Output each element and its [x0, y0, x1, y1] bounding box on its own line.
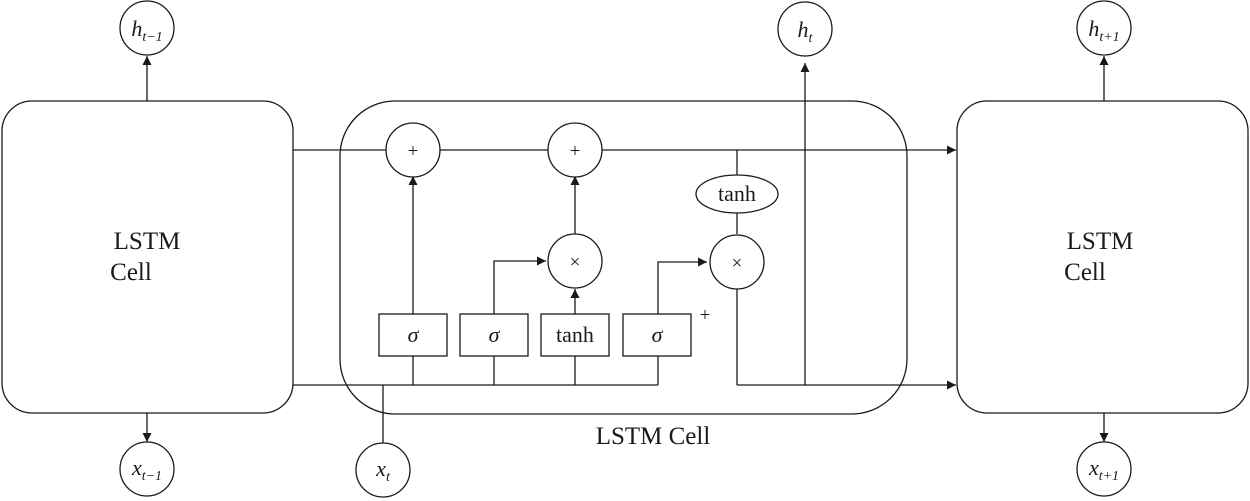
- add-node-2: [547, 122, 603, 178]
- output-gate-arrow: [657, 257, 707, 314]
- left-cell-title: LSTM: [114, 228, 181, 255]
- lstm-cell-left: [1, 100, 294, 414]
- input-node-label: xt−1: [131, 455, 162, 484]
- lstm-cell-right: [956, 100, 1249, 414]
- input-node-x-current: [355, 442, 411, 498]
- right-cell-title: LSTM: [1067, 228, 1134, 255]
- center-cell-label: LSTM Cell: [596, 423, 711, 450]
- forget-gate-label: σ: [408, 322, 420, 347]
- output-node-label: ht−1: [131, 16, 162, 45]
- output-node-h-prev: [119, 0, 175, 56]
- output-node-label: ht: [798, 17, 814, 46]
- left-cell-subtitle: Cell: [110, 259, 152, 286]
- input-gate-label: σ: [489, 322, 501, 347]
- candidate-gate-box: [540, 313, 610, 357]
- cell-tanh-node: [695, 174, 779, 214]
- forget-gate-box: [378, 313, 448, 357]
- multiply-symbol: ×: [732, 253, 743, 274]
- cell-tanh-label: tanh: [718, 181, 756, 206]
- candidate-gate-label: tanh: [556, 322, 594, 347]
- input-node-x-prev: [119, 441, 175, 497]
- input-node-label: xt+1: [1088, 455, 1119, 484]
- multiply-node-2: [709, 234, 765, 290]
- output-node-h-next: [1076, 0, 1132, 56]
- multiply-symbol: ×: [570, 252, 581, 273]
- right-cell-subtitle: Cell: [1064, 259, 1106, 286]
- input-gate-arrow: [493, 256, 546, 314]
- input-node-label: xt: [375, 456, 391, 485]
- output-node-h-current: [777, 1, 833, 57]
- add-node-1: [385, 122, 441, 178]
- input-gate-box: [459, 313, 529, 357]
- input-node-x-next: [1076, 441, 1132, 497]
- add-symbol: +: [408, 141, 419, 162]
- output-gate-box: [622, 313, 692, 357]
- add-symbol: +: [570, 141, 581, 162]
- stray-plus-sign: +: [700, 305, 711, 326]
- multiply-node-1: [547, 233, 603, 289]
- output-node-label: ht+1: [1088, 16, 1119, 45]
- output-gate-label: σ: [652, 322, 664, 347]
